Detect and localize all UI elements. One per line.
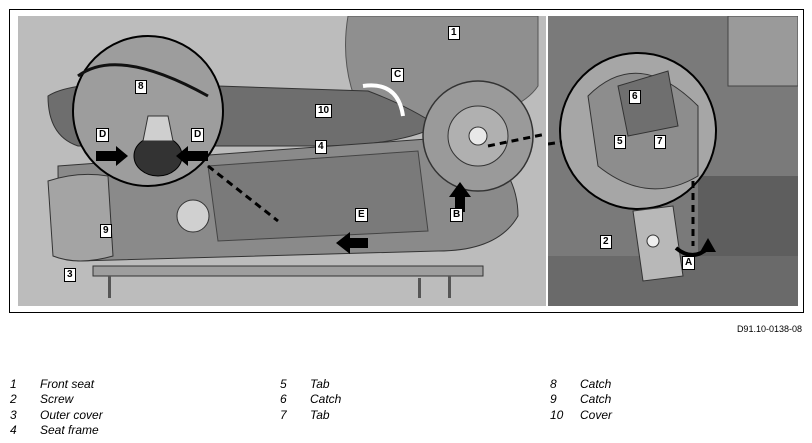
callout-2: 2 xyxy=(600,235,612,249)
callout-A: A xyxy=(682,256,696,270)
legend-item: 4 Seat frame xyxy=(10,423,103,439)
legend-label: Outer cover xyxy=(40,407,103,422)
legend-number: 8 xyxy=(550,376,557,391)
callout-1: 1 xyxy=(448,26,460,40)
legend-number: 4 xyxy=(10,423,17,438)
legend-item: 8 Catch xyxy=(550,376,612,392)
callout-C: C xyxy=(391,68,405,82)
callout-9: 9 xyxy=(100,224,112,238)
legend-label: Front seat xyxy=(40,376,95,391)
legend-item: 6 Catch xyxy=(280,392,341,408)
legend-column-3: 8 Catch 9 Catch 10 Cover xyxy=(550,376,612,423)
cover-detail-photo xyxy=(548,16,798,306)
legend-label: Cover xyxy=(580,407,613,422)
legend-number: 7 xyxy=(280,407,287,422)
callout-8: 8 xyxy=(135,80,147,94)
legend-number: 3 xyxy=(10,407,17,422)
legend-item: 3 Outer cover xyxy=(10,407,103,423)
legend-label: Seat frame xyxy=(40,423,99,438)
seat-side-photo xyxy=(18,16,546,306)
seat-side-illustration xyxy=(18,16,546,306)
legend-item: 1 Front seat xyxy=(10,376,103,392)
callout-10: 10 xyxy=(315,104,333,118)
legend-label: Catch xyxy=(580,392,612,407)
legend-number: 1 xyxy=(10,376,17,391)
callout-B: B xyxy=(450,208,464,222)
legend-item: 10 Cover xyxy=(550,407,612,423)
legend-label: Catch xyxy=(310,392,342,407)
figure-frame: 1 C 8 10 D D 4 E B 9 3 6 5 7 2 A xyxy=(9,9,804,313)
legend-number: 6 xyxy=(280,392,287,407)
legend-label: Tab xyxy=(310,407,330,422)
legend-number: 2 xyxy=(10,392,17,407)
legend-column-2: 5 Tab 6 Catch 7 Tab xyxy=(280,376,341,423)
legend-number: 9 xyxy=(550,392,557,407)
callout-E: E xyxy=(355,208,368,222)
legend-column-1: 1 Front seat 2 Screw 3 Outer cover 4 Sea… xyxy=(10,376,103,438)
legend-number: 5 xyxy=(280,376,287,391)
callout-D-left: D xyxy=(96,128,110,142)
callout-D-right: D xyxy=(191,128,205,142)
legend-item: 5 Tab xyxy=(280,376,341,392)
legend-label: Screw xyxy=(40,392,74,407)
callout-4: 4 xyxy=(315,140,327,154)
figure-code: D91.10-0138-08 xyxy=(736,324,802,334)
callout-3: 3 xyxy=(64,268,76,282)
legend-number: 10 xyxy=(550,407,564,422)
legend-item: 9 Catch xyxy=(550,392,612,408)
legend-item: 2 Screw xyxy=(10,392,103,408)
callout-5: 5 xyxy=(614,135,626,149)
cover-detail-illustration xyxy=(548,16,798,306)
legend-label: Tab xyxy=(310,376,330,391)
legend-item: 7 Tab xyxy=(280,407,341,423)
callout-7: 7 xyxy=(654,135,666,149)
callout-6: 6 xyxy=(629,90,641,104)
legend-label: Catch xyxy=(580,376,612,391)
